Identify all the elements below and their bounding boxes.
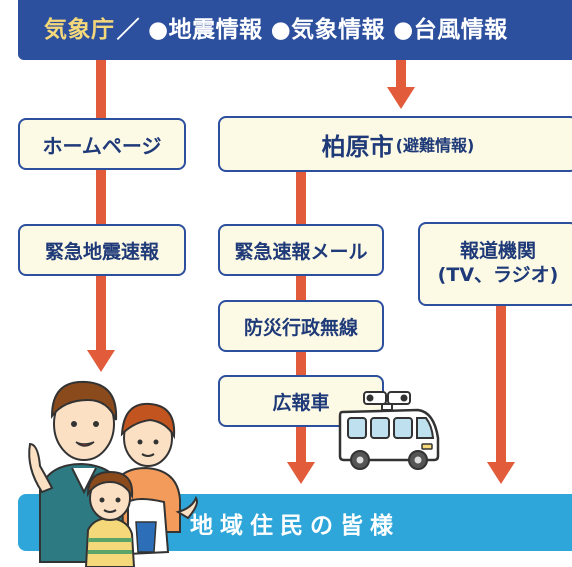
earthquake-alert-box: 緊急地震速報 (18, 224, 186, 276)
emergency-mail-box: 緊急速報メール (218, 224, 384, 276)
residents-label: 地域住民の皆様 (190, 512, 400, 539)
arrow-left-shaft (96, 60, 106, 352)
arrow-top-shaft (396, 60, 406, 88)
city-sub: (避難情報) (395, 136, 475, 155)
separator: ／ (116, 17, 140, 43)
info-typhoon: ●台風情報 (393, 17, 508, 43)
city-box: 柏原市 (避難情報) (218, 116, 572, 172)
van-icon (338, 391, 440, 470)
emergency-mail-label: 緊急速報メール (234, 240, 368, 263)
info-earthquake: ●地震情報 (148, 17, 263, 43)
info-weather: ●気象情報 (270, 17, 386, 43)
city-name: 柏原市 (321, 132, 394, 161)
family-icon (28, 380, 198, 567)
arrow-top-head (387, 87, 415, 109)
radio-label: 防災行政無線 (243, 316, 358, 339)
media-line-2: (TV、ラジオ) (437, 264, 559, 286)
arrow-right-head (487, 462, 515, 484)
homepage-label: ホームページ (42, 133, 162, 158)
pr-car-label: 広報車 (272, 391, 330, 414)
homepage-box: ホームページ (18, 118, 186, 170)
radio-box: 防災行政無線 (218, 300, 384, 352)
arrow-right-shaft (496, 300, 506, 464)
arrow-left-head (87, 350, 115, 372)
media-line-1: 報道機関 (459, 240, 536, 263)
agency-name: 気象庁 (44, 17, 115, 43)
earthquake-alert-label: 緊急地震速報 (44, 240, 159, 263)
arrow-mid-head (287, 462, 315, 484)
media-box: 報道機関 (TV、ラジオ) (418, 222, 572, 306)
source-banner: 気象庁 ／ ●地震情報 ●気象情報 ●台風情報 (18, 0, 572, 60)
